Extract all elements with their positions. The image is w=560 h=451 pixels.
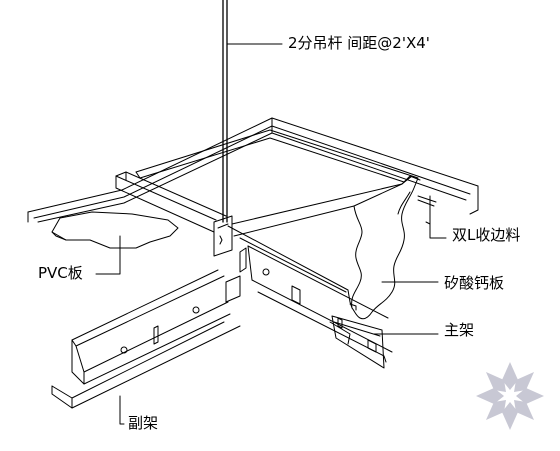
edge-trim-right	[417, 195, 437, 225]
main-runner-end-tab	[331, 315, 385, 369]
pvc-panel	[51, 211, 179, 249]
calcium-silicate-board-label: 矽酸钙板	[444, 274, 505, 292]
edge-trim-back	[27, 117, 479, 223]
leader-lines	[95, 43, 447, 425]
flower-watermark-icon	[476, 362, 544, 430]
intersection-clip	[213, 215, 247, 303]
upper-cross-runner	[115, 171, 227, 233]
front-cross-runner	[51, 269, 241, 409]
double-l-edge-trim-label: 双L收边料	[452, 226, 521, 244]
calcium-silicate-board	[349, 175, 419, 320]
main-runner-label: 主架	[444, 321, 475, 339]
pvc-board-label: PVC板	[38, 264, 83, 282]
main-runner-slots	[262, 268, 343, 329]
hanger-rod-label: 2分吊杆 间距@2'X4'	[288, 34, 430, 52]
hanger-rod	[222, 0, 228, 223]
cross-runner-label: 副架	[128, 414, 159, 432]
ceiling-cell-back	[135, 129, 413, 183]
